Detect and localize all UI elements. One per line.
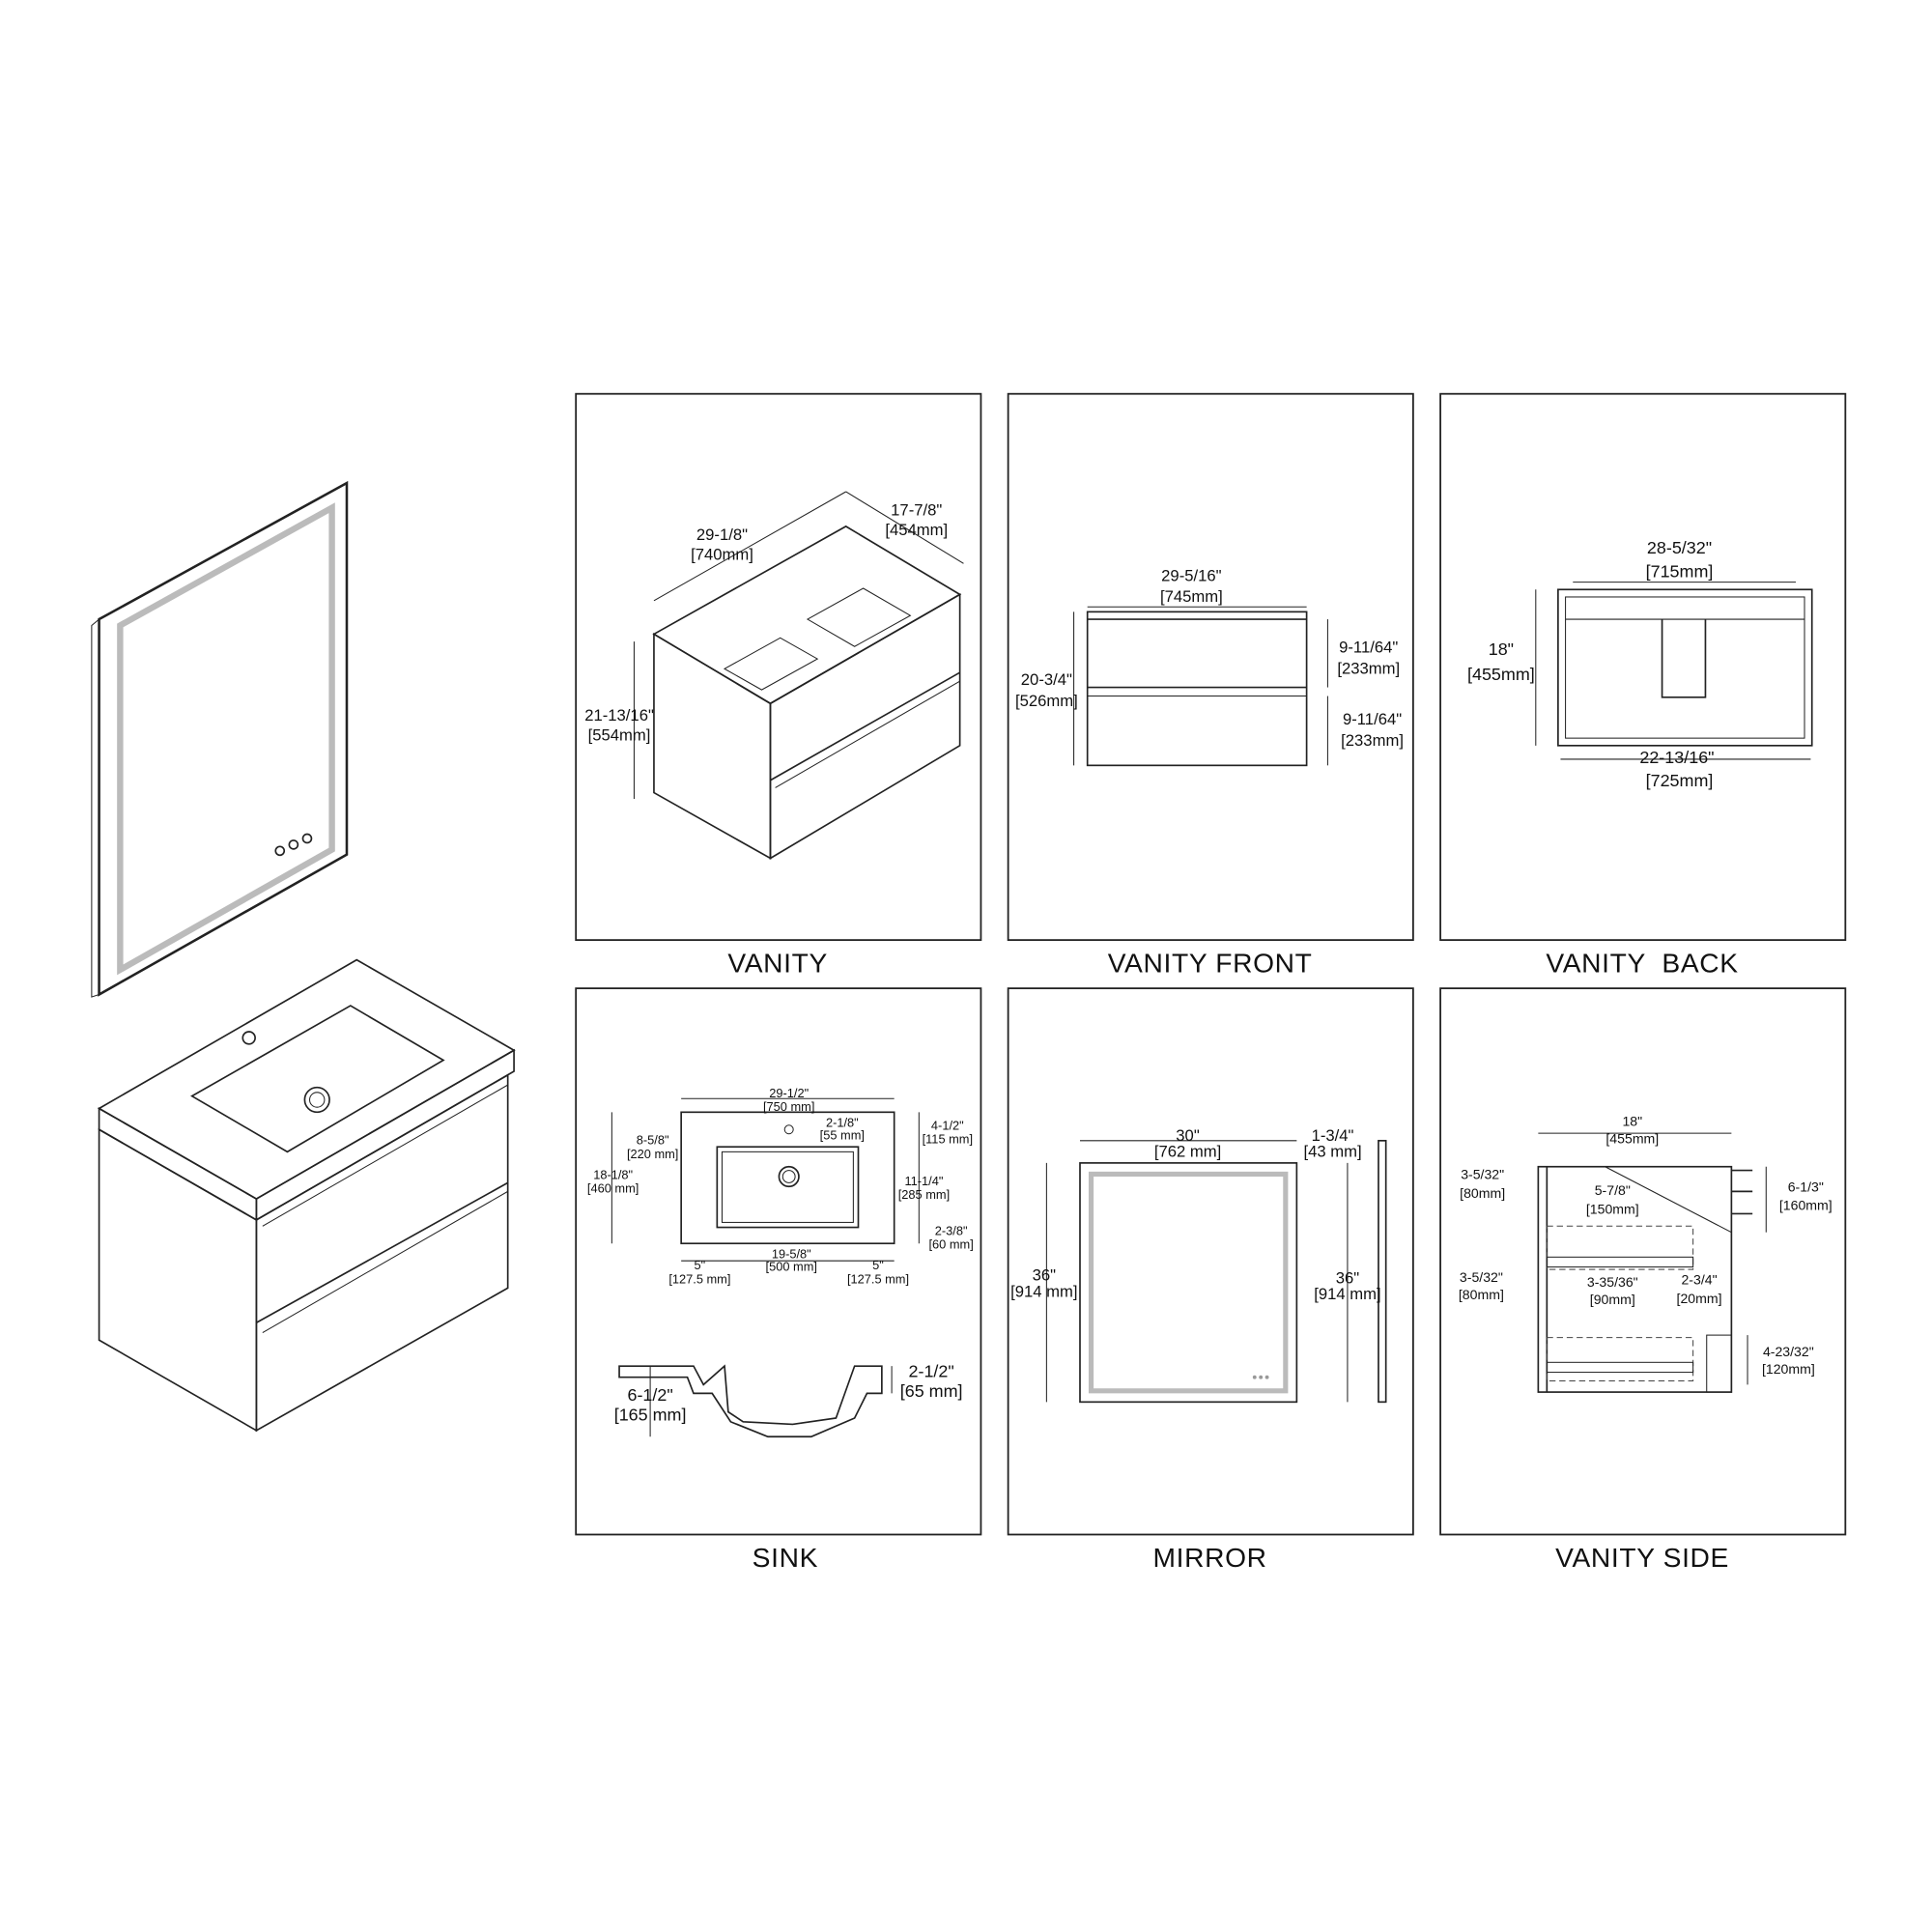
dim-label: [20mm] bbox=[1677, 1291, 1722, 1306]
dim-label: 29-1/8" bbox=[696, 526, 748, 544]
vanity-side-drawing bbox=[1537, 1132, 1767, 1393]
dim-label: [554mm] bbox=[588, 726, 651, 745]
dim-label: 3-5/32" bbox=[1460, 1269, 1503, 1285]
dim-label: [455mm] bbox=[1605, 1130, 1659, 1146]
caption-sink: SINK bbox=[753, 1542, 818, 1573]
dim-label: [914 mm] bbox=[1010, 1282, 1077, 1300]
caption-mirror: MIRROR bbox=[1153, 1542, 1267, 1573]
dim-label: 29-1/2" bbox=[769, 1086, 809, 1100]
dim-label: 2-1/8" bbox=[826, 1116, 859, 1130]
dim-label: [454mm] bbox=[885, 521, 948, 539]
caption-vanity-front: VANITY FRONT bbox=[1108, 947, 1313, 978]
dim-label: [740mm] bbox=[691, 546, 753, 564]
dim-label: [127.5 mm] bbox=[668, 1271, 730, 1286]
dim-label: 36" bbox=[1033, 1266, 1057, 1285]
dim-label: 1-3/4" bbox=[1312, 1126, 1354, 1145]
dim-label: 30" bbox=[1176, 1126, 1200, 1145]
dim-label: 8-5/8" bbox=[637, 1133, 669, 1148]
dim-label: 9-11/64" bbox=[1343, 710, 1402, 728]
dim-label: [115 mm] bbox=[923, 1131, 973, 1146]
dim-label: 21-13/16" bbox=[584, 706, 654, 724]
dim-label: [715mm] bbox=[1646, 561, 1714, 581]
dim-label: [220 mm] bbox=[627, 1147, 678, 1161]
dim-label: [127.5 mm] bbox=[847, 1271, 909, 1286]
dim-label: [233mm] bbox=[1341, 731, 1404, 750]
dim-label: [150mm] bbox=[1586, 1201, 1639, 1216]
dim-label: 19-5/8" bbox=[772, 1247, 811, 1262]
dim-label: 22-13/16" bbox=[1639, 748, 1714, 767]
vanity-front-drawing bbox=[1073, 606, 1328, 767]
caption-vanity: VANITY bbox=[727, 947, 828, 978]
dim-label: [160mm] bbox=[1779, 1198, 1833, 1213]
panel-mirror bbox=[1007, 987, 1414, 1536]
dim-label: 3-5/32" bbox=[1461, 1167, 1504, 1182]
dim-label: [455mm] bbox=[1467, 665, 1535, 684]
dim-label: 5" bbox=[872, 1258, 884, 1272]
dim-label: [745mm] bbox=[1160, 587, 1223, 606]
dim-label: [725mm] bbox=[1646, 771, 1714, 790]
dim-label: [165 mm] bbox=[614, 1406, 687, 1425]
dim-label: [500 mm] bbox=[766, 1259, 817, 1273]
panel-vanity-front bbox=[1007, 392, 1414, 942]
dim-label: 18-1/8" bbox=[593, 1168, 633, 1182]
dim-label: [60 mm] bbox=[929, 1236, 974, 1251]
dim-label: [55 mm] bbox=[820, 1128, 865, 1143]
dim-label: 2-1/2" bbox=[909, 1362, 954, 1381]
panel-vanity-back bbox=[1439, 392, 1847, 942]
dim-label: [43 mm] bbox=[1303, 1142, 1361, 1160]
dim-label: [65 mm] bbox=[900, 1381, 963, 1401]
dim-label: 20-3/4" bbox=[1021, 670, 1072, 689]
caption-vanity-back: VANITY BACK bbox=[1546, 947, 1738, 978]
dim-label: 5-7/8" bbox=[1595, 1182, 1631, 1198]
panel-vanity-side bbox=[1439, 987, 1847, 1536]
dim-label: 18" bbox=[1622, 1113, 1642, 1128]
dim-label: 4-1/2" bbox=[931, 1118, 964, 1132]
mirror-illustration bbox=[91, 480, 349, 998]
dim-label: [120mm] bbox=[1762, 1361, 1815, 1377]
dim-label: [526mm] bbox=[1015, 692, 1078, 710]
dim-label: [750 mm] bbox=[763, 1099, 814, 1114]
dim-label: 36" bbox=[1336, 1268, 1360, 1287]
dim-label: [80mm] bbox=[1459, 1287, 1504, 1302]
dim-label: 3-35/36" bbox=[1587, 1274, 1638, 1290]
dim-label: 6-1/2" bbox=[627, 1385, 672, 1405]
sink-top-drawing bbox=[611, 1097, 920, 1262]
dim-label: 18" bbox=[1489, 639, 1514, 659]
mirror-drawing bbox=[1045, 1139, 1387, 1404]
dim-label: 2-3/4" bbox=[1681, 1272, 1717, 1288]
dim-label: [914 mm] bbox=[1314, 1285, 1380, 1303]
vanity-illustration bbox=[97, 958, 516, 1433]
dim-label: [285 mm] bbox=[898, 1187, 950, 1202]
dim-label: 6-1/3" bbox=[1788, 1179, 1824, 1194]
dim-label: 2-3/8" bbox=[935, 1223, 968, 1237]
dim-label: 29-5/16" bbox=[1161, 566, 1221, 584]
caption-vanity-side: VANITY SIDE bbox=[1555, 1542, 1729, 1573]
dim-label: 28-5/32" bbox=[1647, 538, 1712, 557]
dim-label: [233mm] bbox=[1337, 659, 1400, 677]
product-illustration bbox=[91, 480, 516, 1433]
panel-sink bbox=[575, 987, 982, 1536]
vanity-back-drawing bbox=[1535, 582, 1813, 760]
panel-vanity bbox=[575, 392, 982, 942]
dim-label: 9-11/64" bbox=[1339, 639, 1398, 657]
dim-label: [90mm] bbox=[1590, 1292, 1635, 1307]
dim-label: [80mm] bbox=[1460, 1185, 1505, 1201]
dim-label: 11-1/4" bbox=[904, 1174, 943, 1188]
sink-section-drawing bbox=[618, 1364, 893, 1438]
dim-label: [762 mm] bbox=[1154, 1142, 1221, 1160]
dim-label: [460 mm] bbox=[587, 1181, 639, 1196]
dim-label: 17-7/8" bbox=[891, 500, 942, 519]
dim-label: 4-23/32" bbox=[1763, 1344, 1814, 1359]
vanity-iso-drawing bbox=[633, 491, 964, 860]
dim-label: 5" bbox=[695, 1258, 706, 1272]
